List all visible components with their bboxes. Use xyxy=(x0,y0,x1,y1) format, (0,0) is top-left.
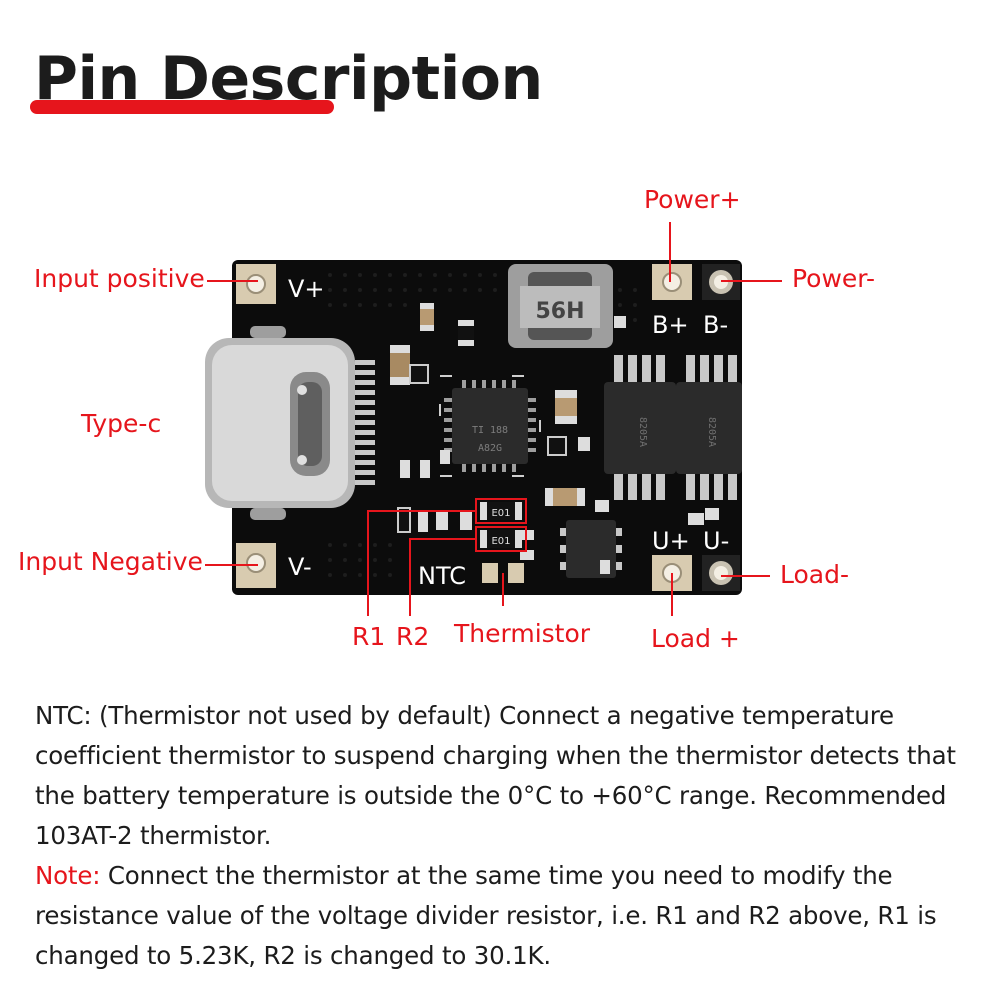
mosfet-2: 8205A xyxy=(676,355,742,500)
pad-b-plus xyxy=(652,264,692,300)
chip-marking-1: TI 188 xyxy=(472,425,508,436)
silk-u-minus: U- xyxy=(703,527,729,555)
protection-ic xyxy=(560,520,622,578)
usb-type-c-connector xyxy=(205,326,375,520)
label-thermistor: Thermistor xyxy=(454,619,591,648)
r1-code: E01 xyxy=(491,508,510,519)
resistor-r1: E01 xyxy=(475,498,527,524)
silk-b-minus: B- xyxy=(703,311,728,339)
note-paragraph: Note: Connect the thermistor at the same… xyxy=(35,856,975,976)
label-load-minus: Load- xyxy=(780,560,849,589)
smd-components xyxy=(390,303,719,574)
charger-ic: TI 188 A82G xyxy=(439,375,541,477)
label-load-plus: Load + xyxy=(651,624,740,653)
silk-v-minus: V- xyxy=(288,553,312,581)
silk-b-plus: B+ xyxy=(652,311,689,339)
label-r2: R2 xyxy=(396,622,430,651)
label-input-negative: Input Negative xyxy=(18,547,203,576)
description: NTC: (Thermistor not used by default) Co… xyxy=(35,696,975,976)
leader-r1 xyxy=(367,510,476,616)
r2-code: E01 xyxy=(491,536,510,547)
leader-lines xyxy=(205,222,782,616)
note-label: Note: xyxy=(35,861,101,890)
label-power-plus: Power+ xyxy=(644,185,741,214)
thermistor-pads xyxy=(482,563,524,583)
silk-ntc: NTC xyxy=(418,562,466,590)
label-type-c: Type-c xyxy=(81,409,162,438)
silk-v-plus: V+ xyxy=(288,275,325,303)
mosfet-1: 8205A xyxy=(604,355,676,500)
pad-v-plus xyxy=(236,264,276,304)
label-r1: R1 xyxy=(352,622,386,651)
resistor-r2: E01 xyxy=(475,526,527,552)
pad-u-minus xyxy=(702,555,740,591)
inductor: 56H xyxy=(508,264,613,348)
leader-r2 xyxy=(409,538,476,616)
mosfet-1-marking: 8205A xyxy=(637,417,648,447)
chip-marking-2: A82G xyxy=(478,443,502,454)
mosfet-2-marking: 8205A xyxy=(706,417,717,447)
ntc-paragraph: NTC: (Thermistor not used by default) Co… xyxy=(35,701,956,850)
note-text: Connect the thermistor at the same time … xyxy=(35,861,937,970)
silk-u-plus: U+ xyxy=(652,527,690,555)
label-input-positive: Input positive xyxy=(34,264,205,293)
title-underline xyxy=(30,100,334,114)
label-power-minus: Power- xyxy=(792,264,876,293)
svg-text:56H: 56H xyxy=(535,299,584,324)
